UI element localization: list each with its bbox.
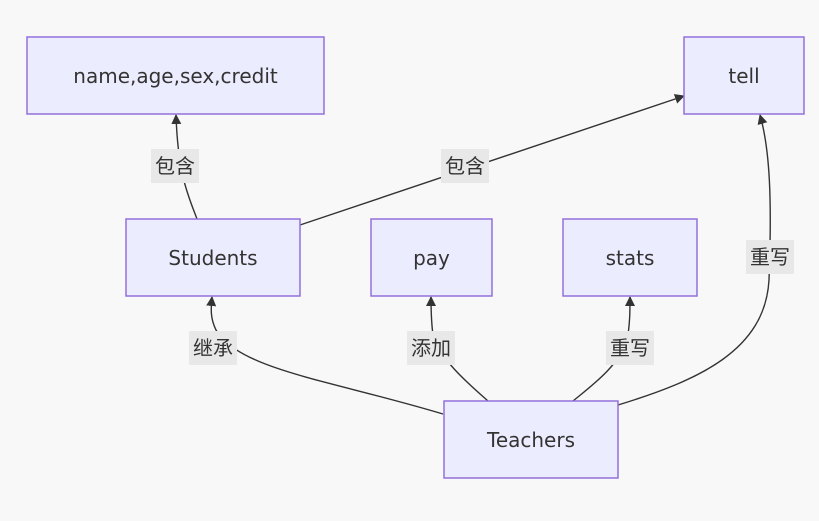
svg-text:重写: 重写 bbox=[610, 336, 650, 360]
svg-text:Teachers: Teachers bbox=[486, 428, 575, 452]
edge-label-students-tell: 包含 bbox=[441, 149, 489, 183]
edge-label-teachers-pay: 添加 bbox=[407, 331, 455, 365]
node-attributes: name,age,sex,credit bbox=[26, 36, 325, 115]
node-students: Students bbox=[125, 218, 301, 297]
edge-label-students-attrs: 包含 bbox=[151, 149, 199, 183]
svg-text:包含: 包含 bbox=[445, 154, 485, 178]
svg-text:name,age,sex,credit: name,age,sex,credit bbox=[73, 64, 278, 88]
svg-text:pay: pay bbox=[413, 246, 450, 270]
edge-label-teachers-tell: 重写 bbox=[746, 240, 794, 274]
node-teachers: Teachers bbox=[443, 400, 619, 479]
node-pay: pay bbox=[370, 218, 493, 297]
svg-text:Students: Students bbox=[168, 246, 257, 270]
svg-text:添加: 添加 bbox=[411, 336, 451, 360]
edge-label-teachers-students: 继承 bbox=[189, 331, 237, 365]
svg-text:重写: 重写 bbox=[750, 245, 790, 269]
node-stats: stats bbox=[562, 218, 698, 297]
edge-label-teachers-stats: 重写 bbox=[606, 331, 654, 365]
svg-text:继承: 继承 bbox=[193, 336, 233, 360]
svg-text:tell: tell bbox=[728, 64, 759, 88]
svg-text:包含: 包含 bbox=[155, 154, 195, 178]
svg-text:stats: stats bbox=[606, 246, 655, 270]
edge-teachers-to-tell bbox=[617, 114, 771, 406]
node-tell: tell bbox=[683, 36, 805, 115]
edge-students-to-tell bbox=[299, 94, 685, 226]
